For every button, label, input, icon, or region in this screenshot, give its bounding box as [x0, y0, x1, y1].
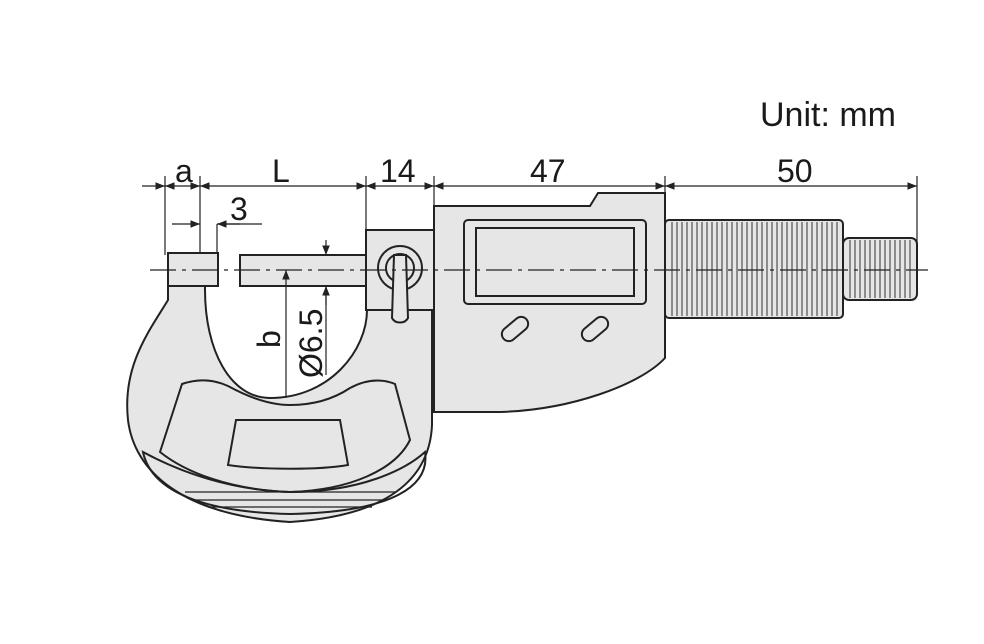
dim-b-lines — [282, 240, 330, 398]
dim-3-label: 3 — [230, 191, 248, 227]
dim-14-label: 14 — [380, 153, 416, 189]
dim-a-label: a — [175, 153, 193, 189]
spindle — [239, 254, 368, 287]
dim-b-label: b — [251, 330, 287, 348]
dim-3-lines — [172, 220, 262, 255]
digital-body — [433, 192, 666, 413]
dim-diameter-label: Ø6.5 — [293, 309, 329, 378]
unit-label: Unit: mm — [760, 96, 896, 134]
frame-window — [226, 419, 350, 470]
ratchet-knurl — [849, 240, 911, 298]
button-right — [580, 315, 610, 343]
lock-lever — [390, 254, 410, 324]
dim-L-label: L — [272, 153, 290, 189]
frame-inner-pad — [158, 379, 412, 494]
button-left — [500, 315, 530, 343]
dim-50-label: 50 — [777, 153, 813, 189]
lcd-display-outer — [463, 219, 647, 305]
thimble-knurl — [671, 222, 838, 316]
frame-body — [126, 252, 433, 524]
lcd-display-inner — [475, 227, 635, 297]
dim-47-label: 47 — [530, 153, 566, 189]
